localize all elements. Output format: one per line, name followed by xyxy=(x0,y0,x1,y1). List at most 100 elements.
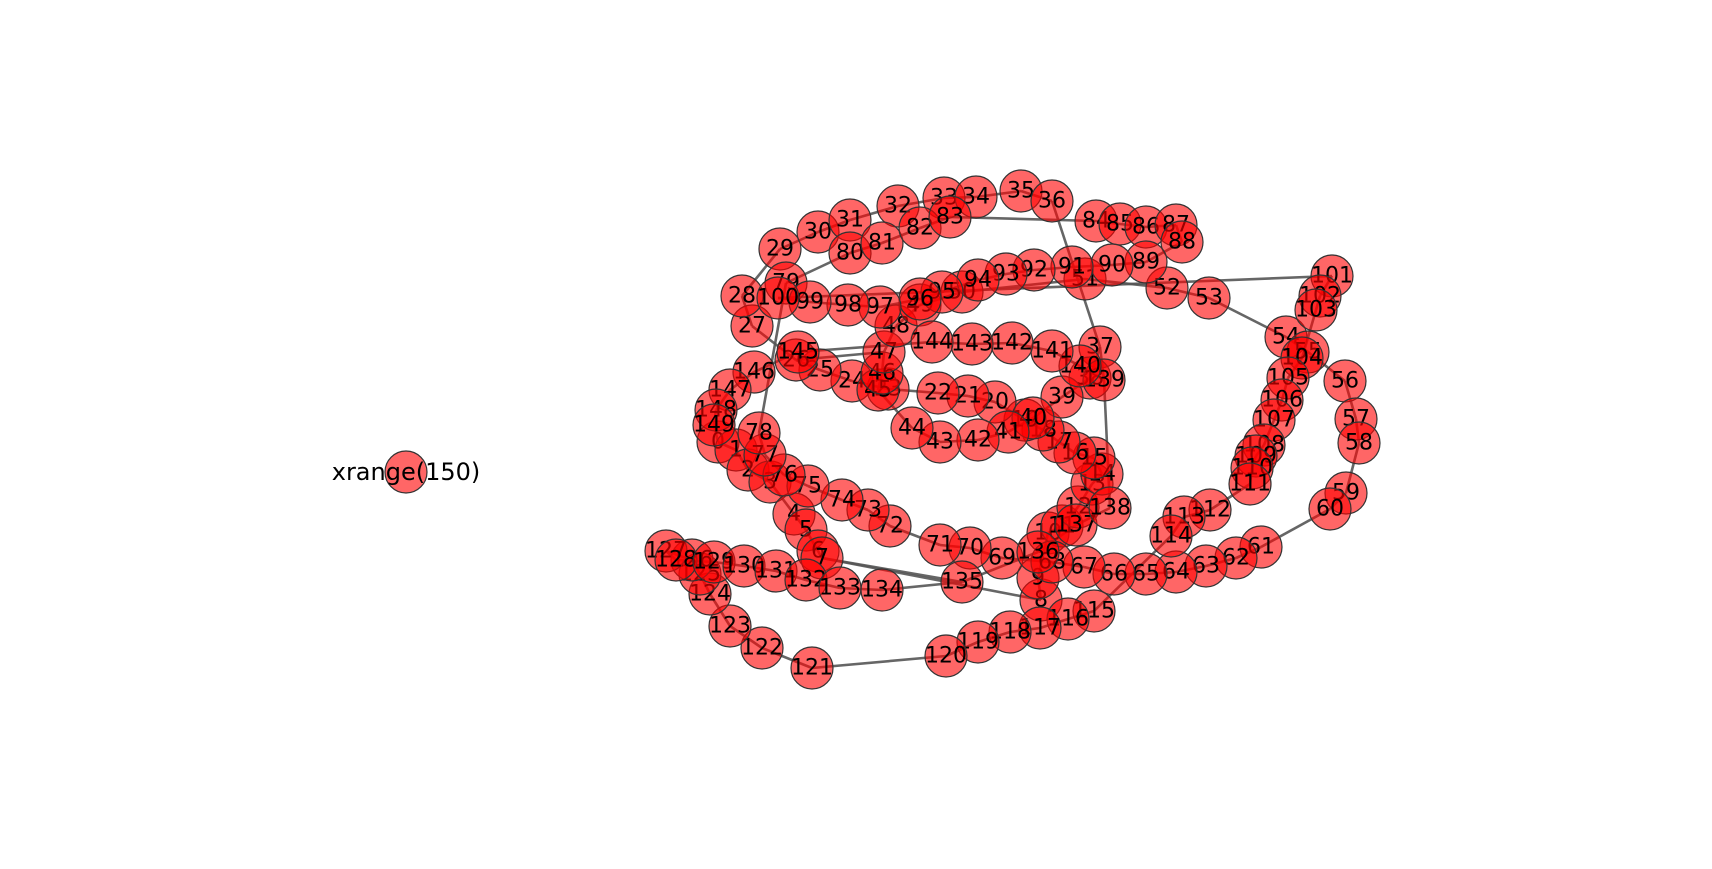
node-circle xyxy=(1337,421,1381,465)
node-circle xyxy=(1308,487,1352,531)
node-label: 128 xyxy=(655,548,697,573)
graph-node: 137 xyxy=(1054,503,1098,547)
graph-node: 42 xyxy=(956,418,1000,462)
graph-node: 120 xyxy=(924,634,968,678)
node-label: 83 xyxy=(936,205,964,230)
node-circle xyxy=(737,411,781,455)
graph-node: 96 xyxy=(898,277,942,321)
graph-node: 28 xyxy=(720,274,764,318)
node-circle xyxy=(924,634,968,678)
node-circle xyxy=(1149,514,1193,558)
node-circle xyxy=(1016,530,1060,574)
node-label: 99 xyxy=(796,290,824,315)
isolated-node: xrange(150) xyxy=(332,450,481,494)
graph-node: 58 xyxy=(1337,421,1381,465)
node-circle xyxy=(940,560,984,604)
graph-node: 144 xyxy=(910,320,954,364)
node-label: 133 xyxy=(819,576,861,601)
graph-node: 100 xyxy=(756,276,800,320)
node-circle xyxy=(1088,486,1132,530)
node-label: 149 xyxy=(693,413,735,438)
node-circle xyxy=(918,523,962,567)
graph-node: 149 xyxy=(692,403,736,447)
graph-node: 56 xyxy=(1323,359,1367,403)
node-label: 94 xyxy=(964,268,992,293)
node-label: 29 xyxy=(766,237,794,262)
graph-node: 138 xyxy=(1088,486,1132,530)
graph-node: 99 xyxy=(788,280,832,324)
node-label: 28 xyxy=(728,284,756,309)
node-label: 74 xyxy=(828,488,856,513)
node-label: 144 xyxy=(911,330,953,355)
node-label: 30 xyxy=(804,220,832,245)
graph-node: 81 xyxy=(860,221,904,265)
node-label: 103 xyxy=(1295,298,1337,323)
graph-node: 134 xyxy=(860,568,904,612)
node-label: 143 xyxy=(951,332,993,357)
node-label: 89 xyxy=(1132,250,1160,275)
graph-node: 123 xyxy=(708,604,752,648)
node-label: 22 xyxy=(924,381,952,406)
node-label: 122 xyxy=(741,636,783,661)
node-label: 138 xyxy=(1089,496,1131,521)
node-label: 98 xyxy=(834,293,862,318)
node-label: 39 xyxy=(1048,385,1076,410)
node-circle xyxy=(708,604,752,648)
node-label: 65 xyxy=(1132,562,1160,587)
node-circle xyxy=(860,568,904,612)
graph-node: 122 xyxy=(740,626,784,670)
node-label: 96 xyxy=(906,287,934,312)
graph-node: 91 xyxy=(1050,245,1094,289)
node-circle xyxy=(790,646,834,690)
edge xyxy=(811,654,947,670)
graph-node: 71 xyxy=(918,523,962,567)
graph-node: 114 xyxy=(1149,514,1193,558)
node-label: 27 xyxy=(738,314,766,339)
graph-node: 142 xyxy=(990,321,1034,365)
node-label: 58 xyxy=(1345,431,1373,456)
node-circle xyxy=(756,276,800,320)
node-label: 81 xyxy=(868,231,896,256)
isolated-node-circle xyxy=(384,450,428,494)
graph-node: 145 xyxy=(776,330,820,374)
node-label: 111 xyxy=(1229,472,1271,497)
node-circle xyxy=(928,195,972,239)
node-label: 78 xyxy=(745,421,773,446)
node-label: 90 xyxy=(1098,253,1126,278)
node-label: 36 xyxy=(1038,189,1066,214)
node-label: 141 xyxy=(1031,339,1073,364)
graph-node: 88 xyxy=(1160,220,1204,264)
node-label: 137 xyxy=(1055,513,1097,538)
node-label: 97 xyxy=(866,295,894,320)
node-circle xyxy=(1187,276,1231,320)
node-label: 53 xyxy=(1195,286,1223,311)
graph-node: 22 xyxy=(916,371,960,415)
node-label: 69 xyxy=(988,546,1016,571)
graph-node: 121 xyxy=(790,646,834,690)
graph-node: 36 xyxy=(1030,179,1074,223)
graph-node: 83 xyxy=(928,195,972,239)
node-label: 88 xyxy=(1168,230,1196,255)
graph-node: 86 xyxy=(1124,205,1168,249)
graph-node: 119 xyxy=(956,620,1000,664)
graph-node: 44 xyxy=(890,406,934,450)
node-circle xyxy=(860,221,904,265)
isolated-node-label: xrange(150) xyxy=(332,458,481,486)
node-circle xyxy=(1160,220,1204,264)
node-circle xyxy=(910,320,954,364)
node-label: 60 xyxy=(1316,497,1344,522)
node-label: 67 xyxy=(1070,555,1098,580)
node-circle xyxy=(890,406,934,450)
graph-node: 78 xyxy=(737,411,781,455)
node-label: 135 xyxy=(941,570,983,595)
node-label: 42 xyxy=(964,428,992,453)
node-circle xyxy=(1228,462,1272,506)
edge xyxy=(821,556,963,584)
graph-node: 89 xyxy=(1124,240,1168,284)
node-label: 123 xyxy=(709,614,751,639)
node-label: 121 xyxy=(791,656,833,681)
node-label: 142 xyxy=(991,331,1033,356)
node-label: 120 xyxy=(925,644,967,669)
graph-node: 103 xyxy=(1294,288,1338,332)
